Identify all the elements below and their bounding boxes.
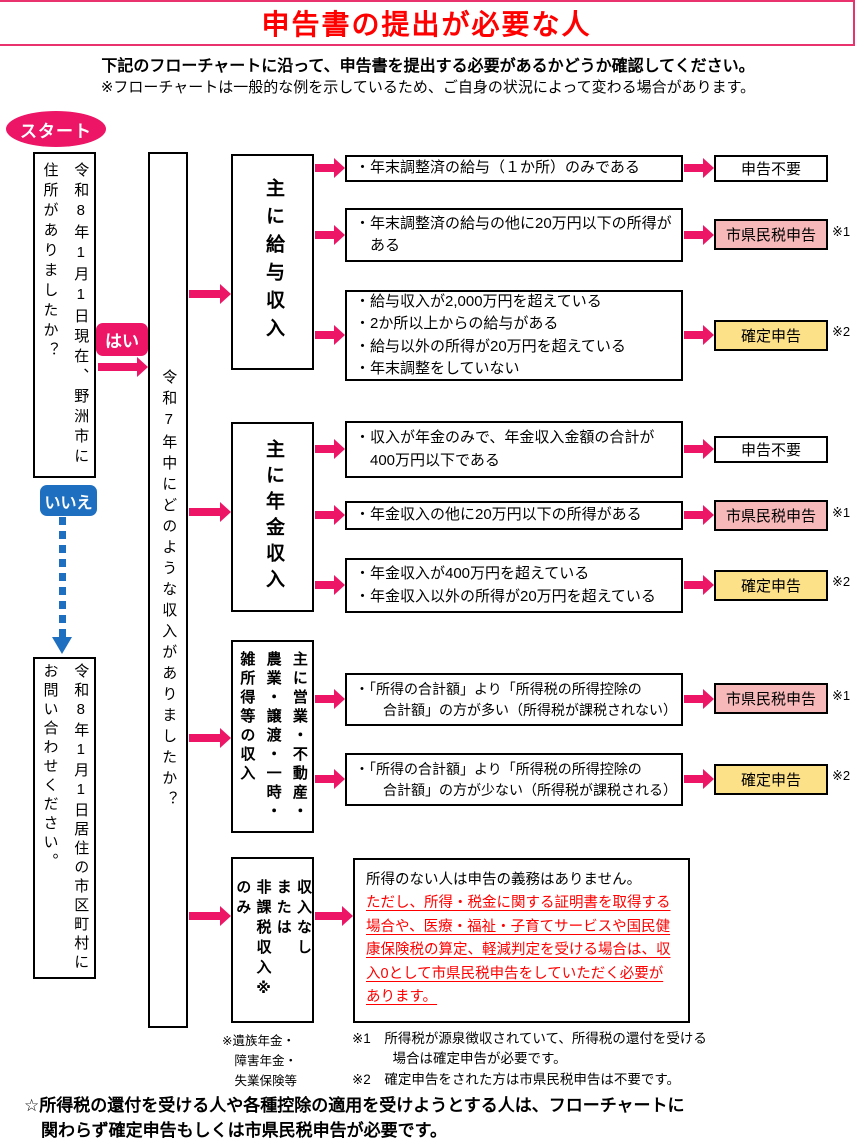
condition-box: ・「所得の合計額」より「所得税の所得控除の 合計額」の方が少ない（所得税が課税さ… bbox=[345, 753, 683, 806]
condition-box: ・「所得の合計額」より「所得税の所得控除の 合計額」の方が多い（所得税が課税され… bbox=[345, 673, 683, 726]
condition-box: ・年末調整済の給与の他に20万円以下の所得が ある bbox=[345, 208, 683, 262]
result-box-final-return: 確定申告 bbox=[714, 764, 828, 795]
no-income-note-red: ただし、所得・税金に関する証明書を取得する場合や、医療・福祉・子育てサービスや国… bbox=[366, 895, 671, 1006]
result-box-final-return: 確定申告 bbox=[714, 320, 828, 351]
page-title: 申告書の提出が必要な人 bbox=[261, 9, 592, 40]
arrow-right-icon bbox=[189, 502, 231, 522]
result-box-city-tax: 市県民税申告 bbox=[714, 500, 828, 531]
arrow-right-icon bbox=[315, 769, 345, 789]
category-salary-text: 主に給与収入 bbox=[262, 178, 284, 346]
category-box-pension: 主に年金収入 bbox=[231, 422, 314, 612]
title-bar: 申告書の提出が必要な人 bbox=[0, 0, 855, 46]
arrow-right-icon bbox=[684, 225, 714, 245]
arrow-right-icon bbox=[189, 284, 231, 304]
yes-badge: はい bbox=[96, 323, 148, 356]
question-box-residence: 令和8年1月1日現在、野洲市に 住所がありましたか？ bbox=[33, 152, 96, 478]
arrow-right-icon bbox=[98, 357, 148, 377]
category-pension-text: 主に年金収入 bbox=[262, 439, 284, 595]
condition-box: ・年末調整済の給与（１か所）のみである bbox=[345, 155, 683, 182]
question-income-text: 令和7年中にどのような収入がありましたか？ bbox=[160, 368, 178, 812]
result-box-no-filing: 申告不要 bbox=[714, 436, 828, 463]
category-box-no-income: 収入なし または 非課税収入※ のみ bbox=[231, 857, 314, 1023]
condition-box: ・年金収入の他に20万円以下の所得がある bbox=[345, 501, 683, 530]
result-box-city-tax: 市県民税申告 bbox=[714, 219, 828, 250]
arrow-down-dashed-icon bbox=[59, 517, 66, 637]
arrow-right-icon bbox=[684, 505, 714, 525]
arrow-right-icon bbox=[684, 575, 714, 595]
result-box-no-filing: 申告不要 bbox=[714, 155, 828, 182]
arrow-right-icon bbox=[315, 439, 345, 459]
ref-mark: ※1 bbox=[832, 224, 851, 239]
intro-line2: ※フローチャートは一般的な例を示しているため、ご自身の状況によって変わる場合があ… bbox=[100, 79, 756, 96]
arrow-right-icon bbox=[684, 325, 714, 345]
arrow-right-icon bbox=[315, 689, 345, 709]
arrow-right-icon bbox=[189, 728, 231, 748]
arrow-right-icon bbox=[684, 689, 714, 709]
start-node: スタート bbox=[6, 111, 106, 147]
bottom-note: ☆所得税の還付を受ける人や各種控除の適用を受けようとする人は、フローチャートに … bbox=[24, 1096, 685, 1140]
category-box-salary: 主に給与収入 bbox=[231, 154, 314, 370]
category-business-text: 主に営業・不動産・ 農業・譲渡・一時・ 雑所得等の収入 bbox=[238, 651, 308, 822]
condition-box: ・年金収入が400万円を超えている ・年金収入以外の所得が20万円を超えている bbox=[345, 558, 683, 613]
ref-mark: ※1 bbox=[832, 505, 851, 520]
category-no-income-text: 収入なし または 非課税収入※ のみ bbox=[234, 878, 312, 1002]
arrow-right-icon bbox=[315, 575, 345, 595]
question-box-income-type: 令和7年中にどのような収入がありましたか？ bbox=[148, 152, 188, 1028]
condition-box: ・給与収入が2,000万円を超えている ・2か所以上からの給与がある ・給与以外… bbox=[345, 290, 683, 381]
arrow-right-icon bbox=[684, 769, 714, 789]
no-income-note-black: 所得のない人は申告の義務はありません。 bbox=[366, 872, 642, 888]
result-box-final-return: 確定申告 bbox=[714, 570, 828, 601]
arrow-right-icon bbox=[684, 158, 714, 178]
category-box-business: 主に営業・不動産・ 農業・譲渡・一時・ 雑所得等の収入 bbox=[231, 640, 314, 833]
intro-line1: 下記のフローチャートに沿って、申告書を提出する必要があるかどうか確認してください… bbox=[101, 58, 755, 75]
other-municipality-text: 令和8年1月1日居住の市区町村に お問い合わせください。 bbox=[41, 663, 90, 973]
question-residence-text: 令和8年1月1日現在、野洲市に 住所がありましたか？ bbox=[41, 162, 90, 468]
arrow-right-icon bbox=[315, 158, 345, 178]
arrow-right-icon bbox=[189, 906, 231, 926]
ref-mark: ※2 bbox=[832, 768, 851, 783]
arrow-right-icon bbox=[315, 225, 345, 245]
result-box-other-municipality: 令和8年1月1日居住の市区町村に お問い合わせください。 bbox=[33, 657, 96, 979]
arrow-right-icon bbox=[315, 906, 353, 926]
arrow-right-icon bbox=[315, 505, 345, 525]
footnote-nontaxable-examples: ※遺族年金・ 障害年金・ 失業保険等 bbox=[222, 1034, 298, 1088]
ref-mark: ※1 bbox=[832, 688, 851, 703]
no-badge: いいえ bbox=[40, 485, 97, 516]
footnote-ref-explanations: ※1 所得税が源泉徴収されていて、所得税の還付を受ける 場合は確定申告が必要です… bbox=[352, 1031, 707, 1087]
ref-mark: ※2 bbox=[832, 574, 851, 589]
arrow-right-icon bbox=[684, 439, 714, 459]
arrow-down-head-icon bbox=[52, 637, 72, 654]
no-income-note-box: 所得のない人は申告の義務はありません。 ただし、所得・税金に関する証明書を取得す… bbox=[353, 858, 690, 1023]
result-box-city-tax: 市県民税申告 bbox=[714, 683, 828, 714]
ref-mark: ※2 bbox=[832, 324, 851, 339]
condition-box: ・収入が年金のみで、年金収入金額の合計が 400万円以下である bbox=[345, 421, 683, 478]
arrow-right-icon bbox=[315, 325, 345, 345]
